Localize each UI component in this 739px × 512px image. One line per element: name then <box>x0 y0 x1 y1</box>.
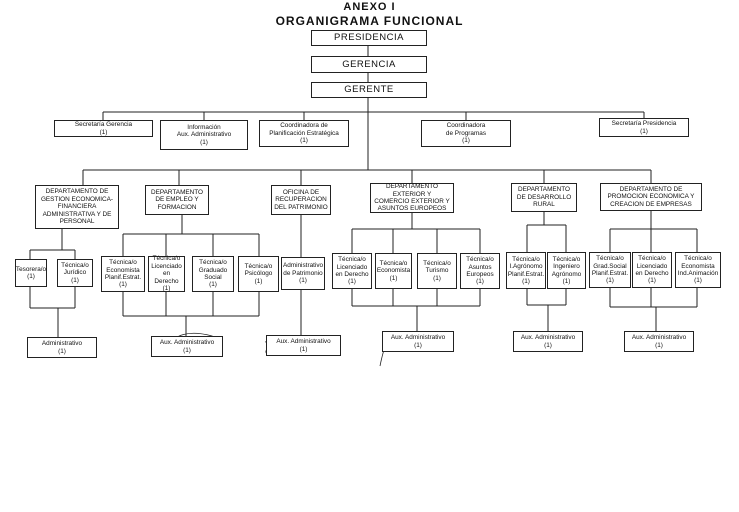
tecnico-asuntos-europeos-box: Técnica/o Asuntos Europeos (1) <box>460 253 500 289</box>
tecnico-agronomo-box: Técnica/o I.Agrónomo Planif.Estrat. (1) <box>506 252 546 289</box>
administrativo-patrimonio-box: Administrativo de Patrimonio (1) <box>281 257 325 290</box>
tecnico-turismo-box: Técnica/o Turismo (1) <box>417 253 457 289</box>
tecnico-licenciado-derecho-box: Técnica/o Licenciado en Derecho (1) <box>632 252 672 288</box>
secretaria-gerencia-box: Secretaría Gerencia (1) <box>54 120 153 137</box>
presidencia-box: PRESIDENCIA <box>311 30 427 46</box>
aux-administrativo-box: Aux. Administrativo (1) <box>382 331 454 352</box>
tecnico-economista-box: Técnica/o Economista Planif.Estrat. (1) <box>101 256 145 292</box>
oficina-patrimonio-box: OFICINA DE RECUPERACION DEL PATRIMONIO <box>271 185 331 215</box>
tecnico-economista-box: Técnica/o Economista (1) <box>375 253 412 289</box>
gerente-box: GERENTE <box>311 82 427 98</box>
tecnico-ingeniero-agronomo-box: Técnica/o Ingeniero Agrónomo (1) <box>547 252 586 289</box>
chart-title: ORGANIGRAMA FUNCIONAL <box>275 14 464 28</box>
aux-administrativo-box: Aux. Administrativo (1) <box>624 331 694 352</box>
tecnico-licenciado-derecho-box: Técnica/o Licenciado en Derecho (1) <box>148 255 185 292</box>
tesorero-box: Tesorera/o (1) <box>15 259 47 287</box>
tecnico-licenciado-derecho-box: Técnica/o Licenciado en Derecho (1) <box>332 253 372 289</box>
dept-desarrollo-rural-box: DEPARTAMENTO DE DESARROLLO RURAL <box>511 183 577 212</box>
gerencia-box: GERENCIA <box>311 56 427 73</box>
dept-gestion-economica-box: DEPARTAMENTO DE GESTION ECONOMICA- FINAN… <box>35 185 119 229</box>
coordinadora-planificacion-box: Coordinadora de Planificación Estratégic… <box>259 120 349 147</box>
aux-administrativo-box: Aux. Administrativo (1) <box>266 335 341 356</box>
administrativo-box: Administrativo (1) <box>27 337 97 358</box>
tecnico-psicologo-box: Técnica/o Psicólogo (1) <box>238 256 279 292</box>
aux-administrativo-box: Aux. Administrativo (1) <box>513 331 583 352</box>
dept-promocion-economica-box: DEPARTAMENTO DE PROMOCION ECONOMICA Y CR… <box>600 183 702 211</box>
coordinadora-programas-box: Coordinadora de Programas (1) <box>421 120 511 147</box>
aux-administrativo-box: Aux. Administrativo (1) <box>151 336 223 357</box>
annex-title: ANEXO I <box>343 1 396 13</box>
tecnico-graduado-social-box: Técnica/o Graduado Social (1) <box>192 256 234 292</box>
tecnico-graduado-social-box: Técnica/o Grad.Social Planif.Estrat. (1) <box>589 252 631 288</box>
tecnico-economista-box: Técnica/o Economista Ind.Animación (1) <box>675 252 721 288</box>
tecnico-juridico-box: Técnica/o Jurídico (1) <box>57 259 93 287</box>
dept-comercio-exterior-box: DEPARTAMENTO EXTERIOR Y COMERCIO EXTERIO… <box>370 183 454 213</box>
dept-empleo-formacion-box: DEPARTAMENTO DE EMPLEO Y FORMACION <box>145 185 209 215</box>
informacion-box: Información Aux. Administrativo (1) <box>160 120 248 150</box>
secretaria-presidencia-box: Secretaría Presidencia (1) <box>599 118 689 137</box>
